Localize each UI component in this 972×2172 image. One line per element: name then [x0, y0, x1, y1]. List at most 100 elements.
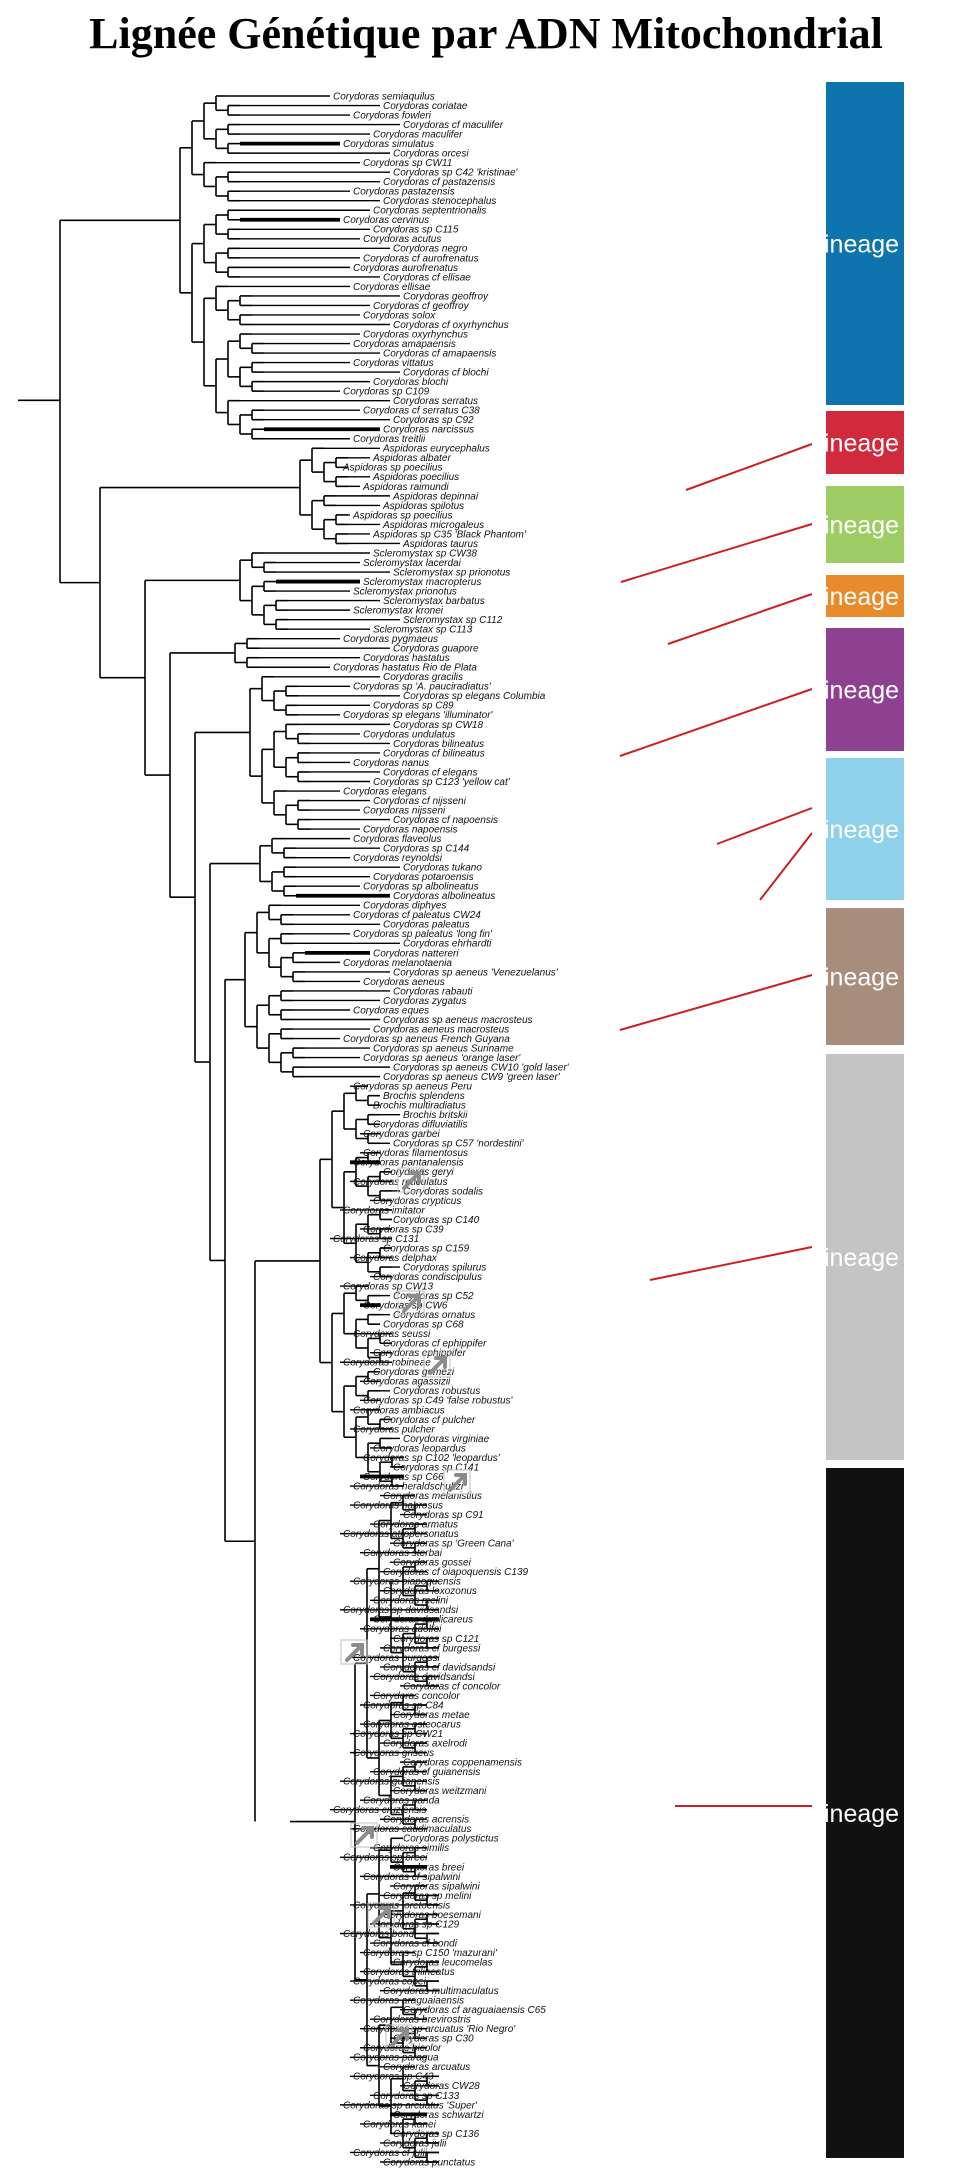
arrow-marker: [350, 1822, 378, 1848]
taxon-label: Corydoras sp C43: [353, 2072, 434, 2083]
taxon-label: Aspidoras sp poecilius: [342, 463, 443, 474]
taxon-label: Corydoras albolineatus: [393, 891, 495, 902]
lineage-band: Lineage 1: [810, 82, 920, 405]
taxon-label: Brochis britskii: [403, 1110, 468, 1121]
taxon-label: Corydoras narcissus: [383, 425, 474, 436]
taxon-label: Corydoras leopardus: [373, 1443, 466, 1454]
taxon-label: Corydoras pulcher: [353, 1424, 435, 1435]
taxon-label: Aspidoras sp C35 'Black Phantom': [372, 529, 527, 540]
lineage-label: Lineage 5: [810, 677, 920, 705]
taxon-label: Corydoras filamentosus: [363, 1148, 468, 1159]
taxon-label: Corydoras loretoensis: [353, 1900, 450, 1911]
taxon-label: Corydoras cf oxyrhynchus: [393, 320, 509, 331]
taxon-label: Corydoras duplicareus: [373, 1615, 473, 1626]
taxon-label: Corydoras paragua: [353, 2053, 439, 2064]
taxon-label: Corydoras cf geoffroy: [373, 301, 470, 312]
taxon-label: Corydoras sodalis: [403, 1186, 483, 1197]
taxon-label: Scleromystax sp C113: [373, 625, 473, 636]
taxon-label: Corydoras simulatus: [343, 139, 434, 150]
taxon-label: Corydoras robustus: [393, 1386, 480, 1397]
lineage-label: Lineage 1: [810, 231, 920, 259]
taxon-label: Corydoras cf bondi: [373, 1938, 458, 1949]
taxon-label: Corydoras agassizii: [363, 1377, 451, 1388]
lineage-band: Lineage 2: [810, 411, 920, 474]
lineage-band: Lineage 5: [810, 628, 920, 751]
taxon-label: Corydoras rabauti: [393, 986, 473, 997]
taxon-label: Corydoras sp davidsandsi: [343, 1605, 459, 1616]
taxon-label: Corydoras oxyrhynchus: [363, 329, 468, 340]
taxon-label: Corydoras cf elegans: [383, 767, 478, 778]
taxon-label: Corydoras eques: [353, 1005, 429, 1016]
taxon-label: Corydoras sp aeneus CW9 'green laser': [383, 1072, 561, 1083]
taxon-label: Corydoras pantanalensis: [353, 1158, 464, 1169]
taxon-label: Corydoras cf oiapoquensis C139: [383, 1567, 529, 1578]
taxon-label: Corydoras atropersonatus: [343, 1529, 459, 1540]
taxon-label: Corydoras ephippifer: [373, 1348, 466, 1359]
taxon-label: Scleromystax sp prionotus: [393, 567, 510, 578]
taxon-label: Corydoras sp albolineatus: [363, 882, 479, 893]
taxon-label: Corydoras cf blochi: [403, 368, 489, 379]
taxon-label: Corydoras sp C121: [393, 1634, 479, 1645]
taxon-label: Corydoras sp C141: [393, 1462, 479, 1473]
taxon-label: Corydoras coriatae: [383, 101, 468, 112]
taxon-label: Corydoras sp CW18: [393, 720, 483, 731]
arrow-marker: [385, 2024, 413, 2050]
taxon-label: Corydoras cf guianensis: [373, 1767, 480, 1778]
taxon-label: Corydoras stenocephalus: [383, 196, 496, 207]
lineage-band-fill: [826, 486, 904, 563]
lineage-connector-line: [619, 688, 813, 757]
taxon-label: Scleromystax barbatus: [383, 596, 485, 607]
taxon-label: Corydoras habrosus: [353, 1500, 443, 1511]
taxon-label: Corydoras maculifer: [373, 129, 463, 140]
taxon-label: Aspidoras sp poecilius: [352, 510, 453, 521]
taxon-label: Corydoras sp CW13: [343, 1281, 433, 1292]
taxon-label: Scleromystax sp C112: [403, 615, 503, 626]
taxon-label: Corydoras delphax: [353, 1253, 438, 1264]
taxon-label: Corydoras acutus: [363, 234, 441, 245]
taxon-label: Corydoras cf julii: [353, 2148, 428, 2159]
taxon-label: Scleromystax prionotus: [353, 586, 457, 597]
taxon-label: Corydoras cf araguaiaensis C65: [403, 2005, 546, 2016]
taxon-label: Corydoras sp CW11: [363, 158, 452, 169]
taxon-label: Corydoras sp elegans Columbia: [403, 691, 546, 702]
taxon-label: Corydoras ornatus: [393, 1310, 475, 1321]
taxon-label: Corydoras guianensis: [343, 1777, 440, 1788]
taxon-label: Corydoras gomezi: [373, 1367, 455, 1378]
taxon-label: Corydoras metae: [393, 1710, 470, 1721]
taxon-label: Corydoras cf aurofrenatus: [363, 253, 479, 264]
taxon-label: Corydoras sp C136: [393, 2129, 480, 2140]
lineage-band-fill: [826, 908, 904, 1045]
taxon-label: Corydoras sp C66: [363, 1472, 444, 1483]
taxon-label: Corydoras cf pulcher: [383, 1415, 476, 1426]
lineage-band: Lineage 7: [810, 908, 920, 1045]
taxon-label: Corydoras oiapoquensis: [353, 1577, 461, 1588]
taxon-label: Corydoras semiaquilus: [333, 91, 435, 102]
taxon-label: Corydoras coppenamensis: [403, 1758, 522, 1769]
taxon-label: Corydoras cf ellisae: [383, 272, 471, 283]
taxon-label: Corydoras concolor: [373, 1691, 460, 1702]
lineage-connector-line: [685, 443, 813, 491]
taxon-label: Aspidoras microgaleus: [382, 520, 484, 531]
taxon-label: Corydoras elegans: [343, 786, 427, 797]
taxon-label: Corydoras cf sipalwini: [363, 1872, 461, 1883]
taxon-label: Corydoras aeneus macrosteus: [373, 1024, 509, 1035]
taxon-label: Corydoras sp C68: [383, 1320, 464, 1331]
taxon-label: Corydoras potaroensis: [373, 872, 474, 883]
taxon-label: Corydoras orcesi: [393, 149, 469, 160]
lineage-band-fill: [826, 628, 904, 751]
taxon-label: Corydoras reynoldsi: [353, 853, 443, 864]
taxon-label: Corydoras schwartzi: [393, 2110, 484, 2121]
taxon-label: Corydoras difluviatilis: [373, 1120, 467, 1131]
taxon-label: Corydoras cf davidsandsi: [383, 1662, 496, 1673]
taxon-label: Corydoras blochi: [373, 377, 449, 388]
taxon-label: Corydoras brevirostris: [373, 2015, 471, 2026]
taxon-label: Corydoras sp C102 'leopardus': [363, 1453, 501, 1464]
taxon-label: Corydoras cf concolor: [403, 1681, 501, 1692]
taxon-label: Corydoras aeneus: [363, 977, 445, 988]
taxon-label: Corydoras heraldschultzi: [353, 1481, 464, 1492]
arrow-marker: [443, 1469, 471, 1495]
taxon-label: Corydoras napoensis: [363, 824, 458, 835]
lineage-connector-line: [759, 832, 813, 901]
taxon-label: Corydoras sp aeneus macrosteus: [383, 1015, 533, 1026]
lineage-band-fill: [826, 411, 904, 474]
